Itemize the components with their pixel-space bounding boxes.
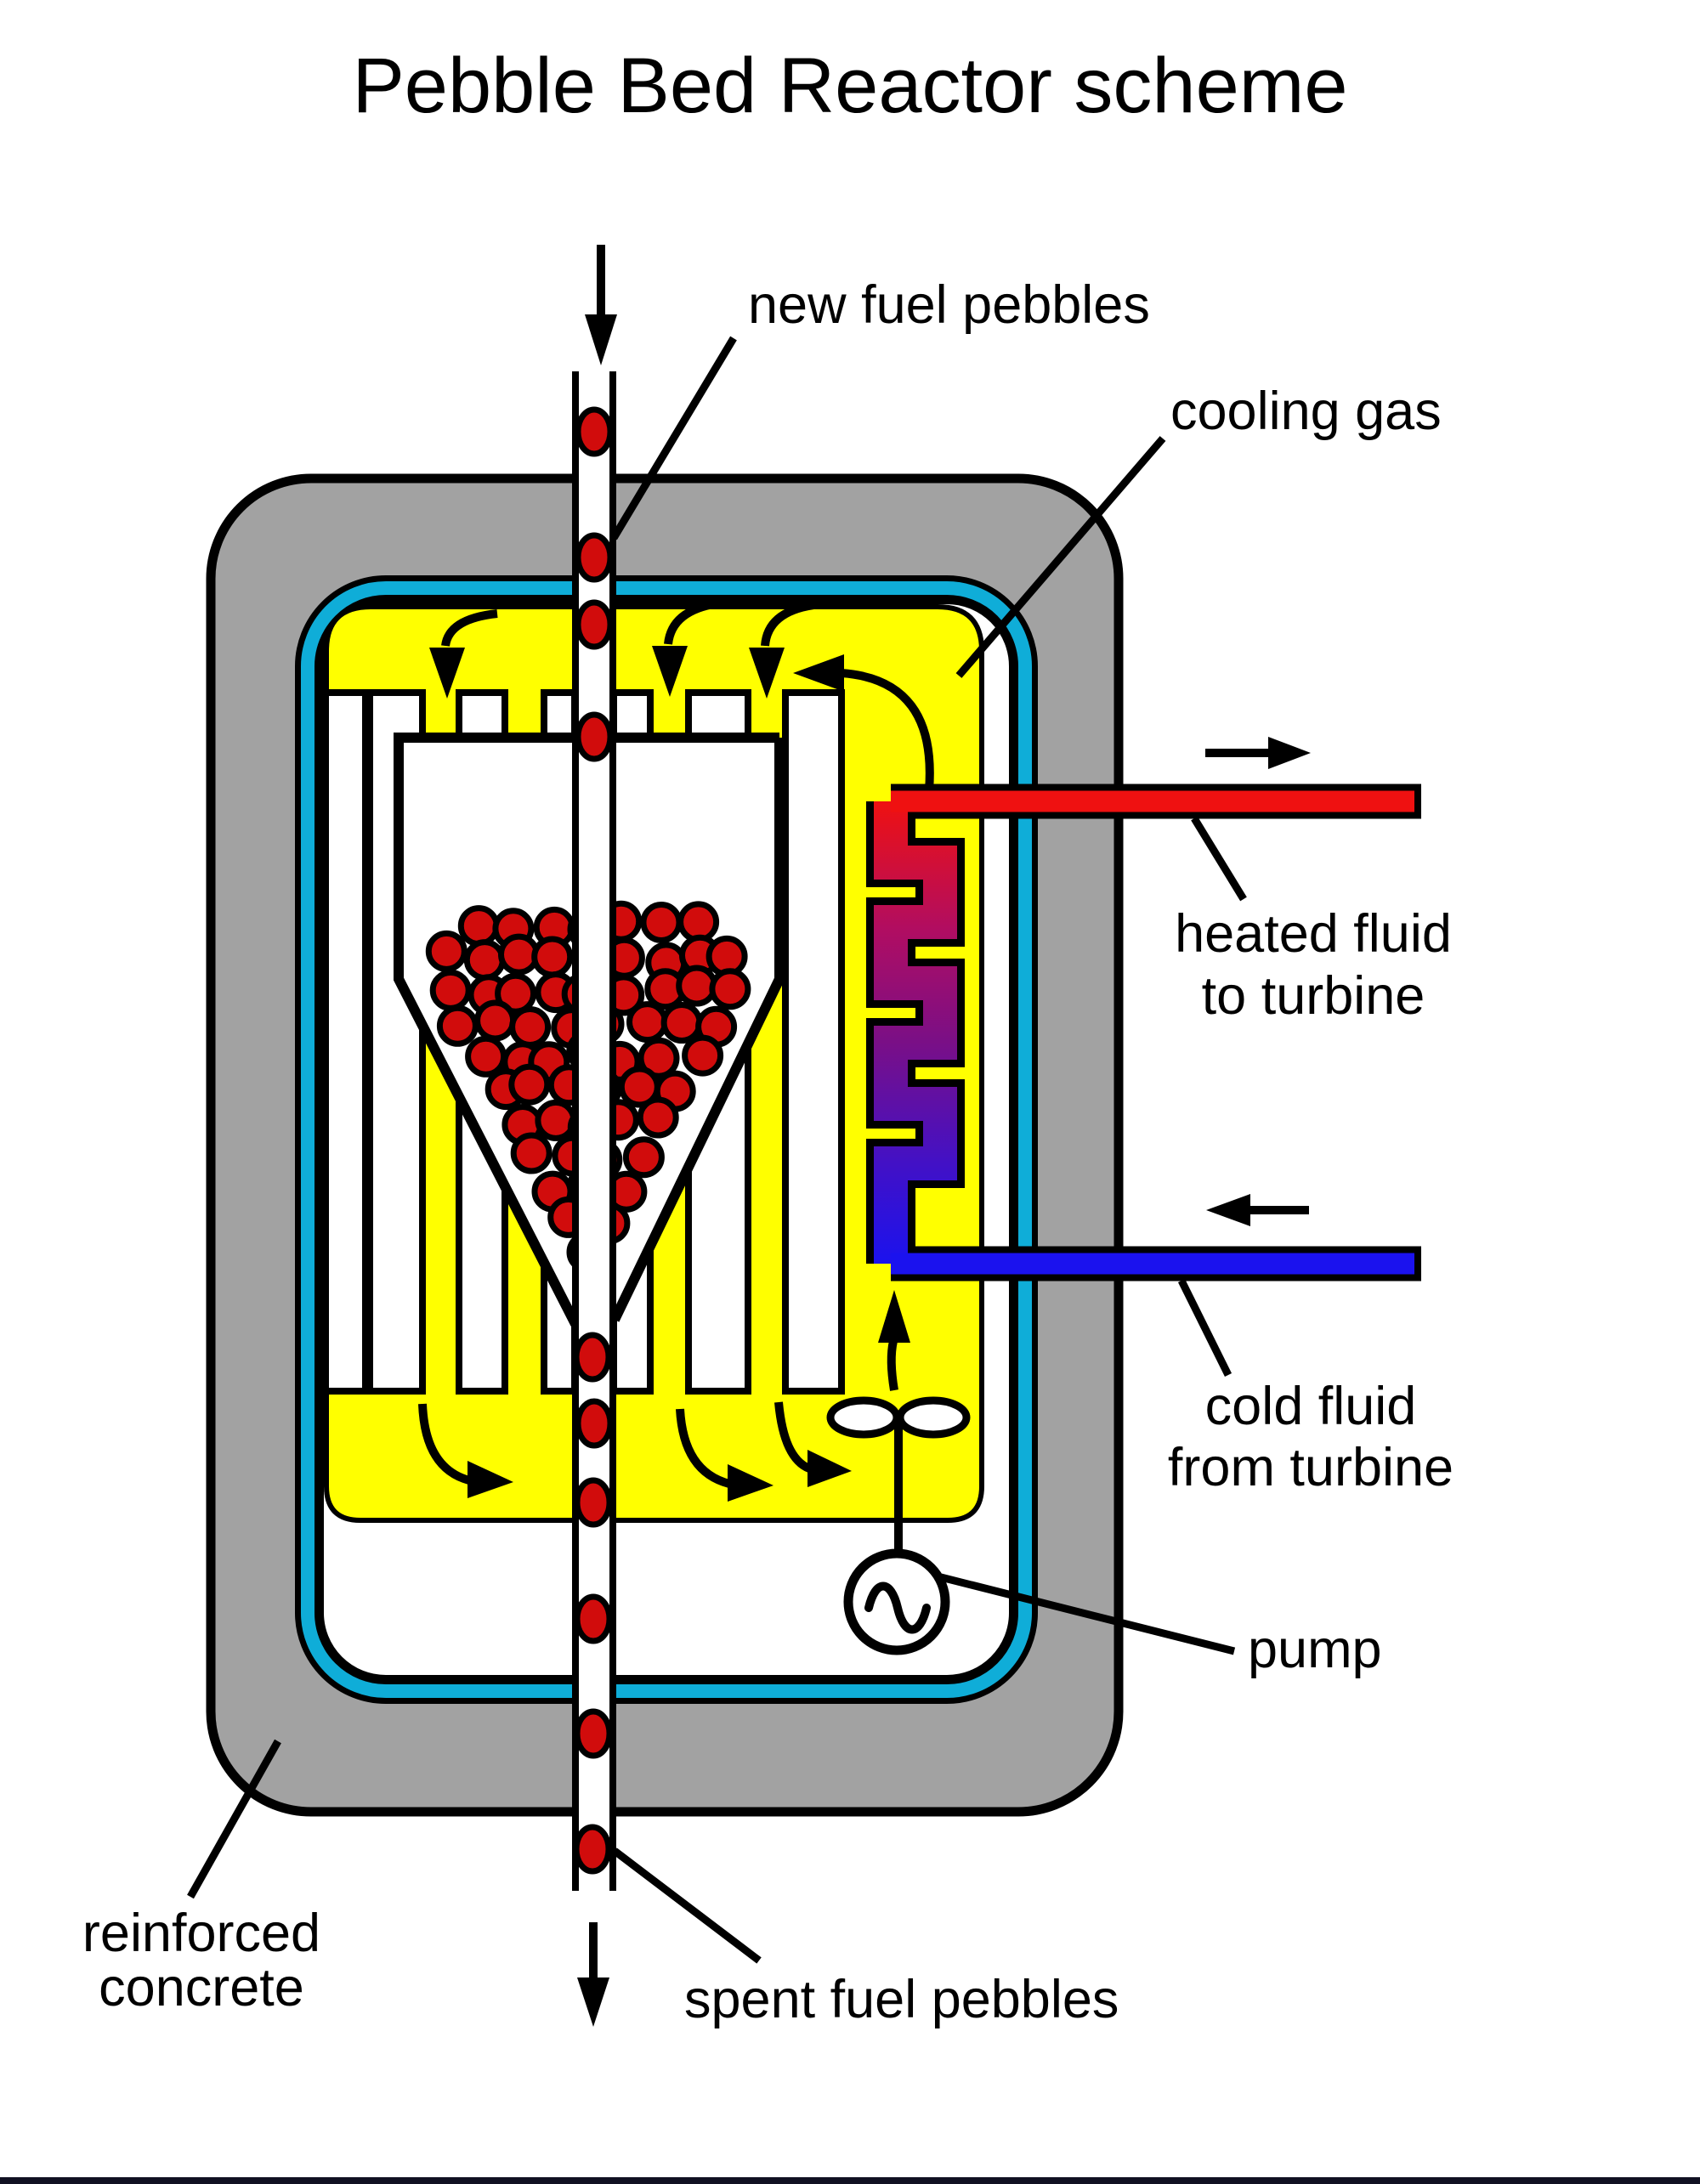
pump-motor-tilde-icon [864, 1581, 931, 1634]
reflector-column [322, 689, 369, 1395]
leader-new-fuel [610, 336, 737, 540]
flow-right-arrow-icon [676, 1408, 731, 1488]
label-reinforced-1: reinforced [82, 1904, 320, 1963]
label-cooling-gas: cooling gas [1170, 382, 1442, 441]
label-cold-fluid-2: from turbine [1168, 1438, 1454, 1497]
pebble [457, 905, 500, 948]
pebble [531, 936, 574, 978]
page-title: Pebble Bed Reactor scheme [352, 42, 1347, 129]
pebble [573, 1332, 612, 1383]
pebble [682, 1034, 724, 1077]
label-new-fuel: new fuel pebbles [748, 275, 1150, 335]
pebble [574, 1477, 613, 1528]
label-heated-fluid-2: to turbine [1202, 966, 1425, 1026]
pebble [498, 933, 540, 976]
label-cold-fluid-1: cold fluid [1205, 1377, 1417, 1436]
gas-flow-arrows-top [429, 599, 934, 791]
pebble [677, 901, 720, 943]
pebble [509, 1006, 552, 1048]
cold-in-arrow [1206, 1194, 1309, 1226]
pebble [622, 1136, 665, 1179]
pebble [463, 939, 506, 982]
flow-right-arrow-icon [774, 1401, 812, 1473]
pebble [508, 1063, 551, 1106]
hot-out-arrow [1205, 737, 1311, 769]
pebble [474, 999, 517, 1042]
leader-cold-fluid [1177, 1279, 1232, 1377]
pump [826, 1290, 971, 1655]
fuel-out-arrow [577, 1922, 609, 2027]
pebble [626, 1001, 668, 1044]
fuel-tube [572, 371, 616, 1891]
pressure-vessel [295, 575, 1038, 1704]
bottom-border [0, 2177, 1700, 2184]
flow-left-arrow-icon [841, 669, 934, 791]
pebble [465, 1035, 507, 1078]
flow-down-arrow-icon [664, 599, 719, 645]
flow-down-arrow-icon [761, 601, 814, 647]
pebble [535, 1099, 577, 1141]
pebble [573, 1824, 612, 1875]
label-heated-fluid-1: heated fluid [1175, 904, 1452, 964]
pebble [640, 902, 683, 943]
leader-cooling-gas [955, 436, 1166, 678]
pebble [574, 1593, 613, 1644]
fuel-in-arrow [585, 245, 617, 365]
pebble [425, 930, 468, 972]
flow-down-arrow-icon [441, 609, 498, 647]
label-reinforced-2: concrete [99, 1958, 304, 2017]
pebble [676, 965, 718, 1007]
pebble [660, 1002, 703, 1044]
pebble [575, 599, 614, 650]
leader-pump [939, 1573, 1236, 1655]
gas-flow-arrows-bottom [418, 1401, 852, 1502]
pebble [574, 1708, 613, 1759]
heat-exchanger [866, 784, 1421, 1282]
label-pump: pump [1248, 1620, 1382, 1679]
pebble [575, 532, 614, 583]
pump-fan-blade [896, 1396, 971, 1439]
pebble [436, 1004, 479, 1047]
pebble [575, 711, 614, 762]
pebble [575, 1398, 614, 1449]
pump-up-arrow-icon [887, 1339, 898, 1391]
pump-fan-blade [826, 1396, 901, 1439]
label-spent-fuel: spent fuel pebbles [684, 1970, 1119, 2029]
pebble [495, 972, 537, 1015]
leader-reinforced-concrete [187, 1739, 281, 1899]
pebble [429, 969, 472, 1011]
tube-pebbles [573, 406, 614, 1875]
heat-exchanger-coil [874, 801, 957, 1264]
pebble [510, 1132, 552, 1174]
pebble [637, 1096, 679, 1139]
reflector-column [782, 689, 845, 1395]
flow-right-arrow-icon [418, 1403, 471, 1485]
pebble [709, 968, 751, 1010]
pebble [575, 406, 614, 457]
leader-spent-fuel [612, 1847, 762, 1964]
leader-heated-fluid [1191, 816, 1247, 902]
pebble [638, 1037, 680, 1079]
